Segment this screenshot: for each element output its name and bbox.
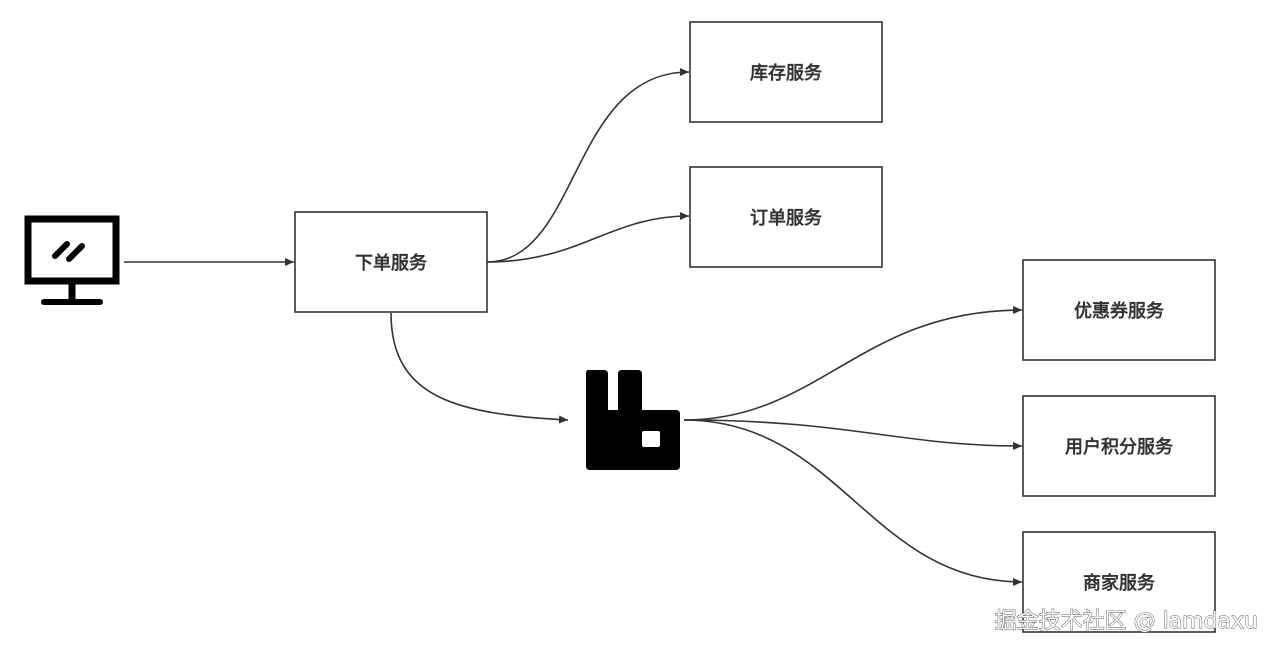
edge-order-to-inventory [486, 67, 690, 263]
edges [124, 67, 1023, 587]
edge-order-to-broker [390, 312, 569, 424]
edge-broker-to-coupon [683, 305, 1023, 421]
points-service-node: 用户积分服务 [1022, 395, 1216, 497]
watermark: 掘金技术社区 @ lamdaxu [995, 609, 1258, 634]
monitor-icon [24, 215, 120, 305]
order-record-service-label: 订单服务 [750, 207, 823, 229]
edge-broker-to-merchant [683, 419, 1023, 587]
merchant-service-node: 商家服务 [1022, 531, 1216, 633]
edge-broker-to-points [683, 419, 1023, 451]
edge-order-to-order-record [486, 211, 690, 263]
rabbitmq-icon [586, 370, 680, 470]
order-record-service-node: 订单服务 [689, 166, 883, 268]
coupon-service-node: 优惠券服务 [1022, 259, 1216, 361]
inventory-service-label: 库存服务 [750, 62, 823, 84]
points-service-label: 用户积分服务 [1065, 436, 1174, 458]
order-service-node: 下单服务 [294, 211, 488, 313]
merchant-service-label: 商家服务 [1083, 572, 1156, 594]
order-service-label: 下单服务 [355, 252, 428, 274]
inventory-service-node: 库存服务 [689, 21, 883, 123]
coupon-service-label: 优惠券服务 [1074, 300, 1165, 322]
